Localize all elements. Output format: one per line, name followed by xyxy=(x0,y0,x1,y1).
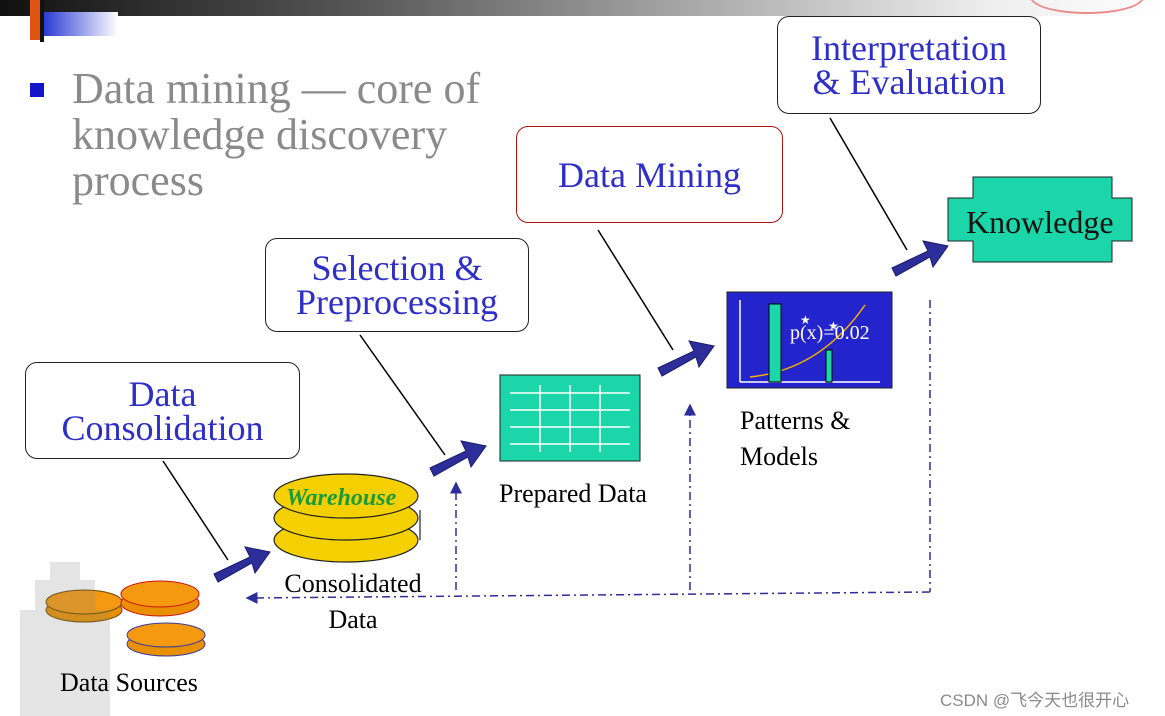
corner-decoration-cross xyxy=(40,0,44,42)
warehouse-label: Warehouse xyxy=(286,485,397,511)
pointer-line xyxy=(162,460,229,561)
pointer-line xyxy=(597,229,674,351)
svg-text:★: ★ xyxy=(828,319,839,333)
building-watermark xyxy=(20,562,110,716)
warehouse-stack xyxy=(273,473,421,563)
slide-top-bar xyxy=(0,0,1165,16)
feedback-lines xyxy=(245,300,931,604)
csdn-watermark: CSDN @飞今天也很开心 xyxy=(940,691,1130,710)
knowledge-shape xyxy=(947,176,1133,263)
knowledge-label: Knowledge xyxy=(966,204,1114,240)
step-interpretation-evaluation: Interpretation & Evaluation xyxy=(777,16,1041,114)
prepared-data-label: Prepared Data xyxy=(499,479,647,508)
bullet-icon xyxy=(30,83,44,97)
pattern-formula: p(x)=0.02 xyxy=(790,322,870,344)
pointer-line xyxy=(359,334,446,456)
data-sources-label: Data Sources xyxy=(60,668,198,697)
patterns-models-label: Patterns & Models xyxy=(740,406,851,471)
slide-headline: Data mining — core of knowledge discover… xyxy=(72,64,481,205)
svg-text:★: ★ xyxy=(800,313,811,327)
data-sources-disks xyxy=(45,580,206,657)
patterns-models-chart: ★ ★ xyxy=(726,291,893,389)
step-data-mining: Data Mining xyxy=(516,126,783,223)
flow-arrow xyxy=(891,240,949,277)
corner-decoration xyxy=(38,12,118,36)
prepared-data-grid xyxy=(499,374,641,462)
step-selection-preprocessing: Selection & Preprocessing xyxy=(265,238,529,332)
corner-decoration-red xyxy=(30,0,40,40)
flow-arrow xyxy=(429,440,487,477)
flow-arrow xyxy=(213,546,271,583)
step-data-consolidation: Data Consolidation xyxy=(25,362,300,459)
flow-arrow xyxy=(657,340,715,377)
pointer-line xyxy=(829,117,908,251)
flow-arrows xyxy=(213,240,949,583)
consolidated-data-label: Consolidated Data xyxy=(284,569,422,634)
